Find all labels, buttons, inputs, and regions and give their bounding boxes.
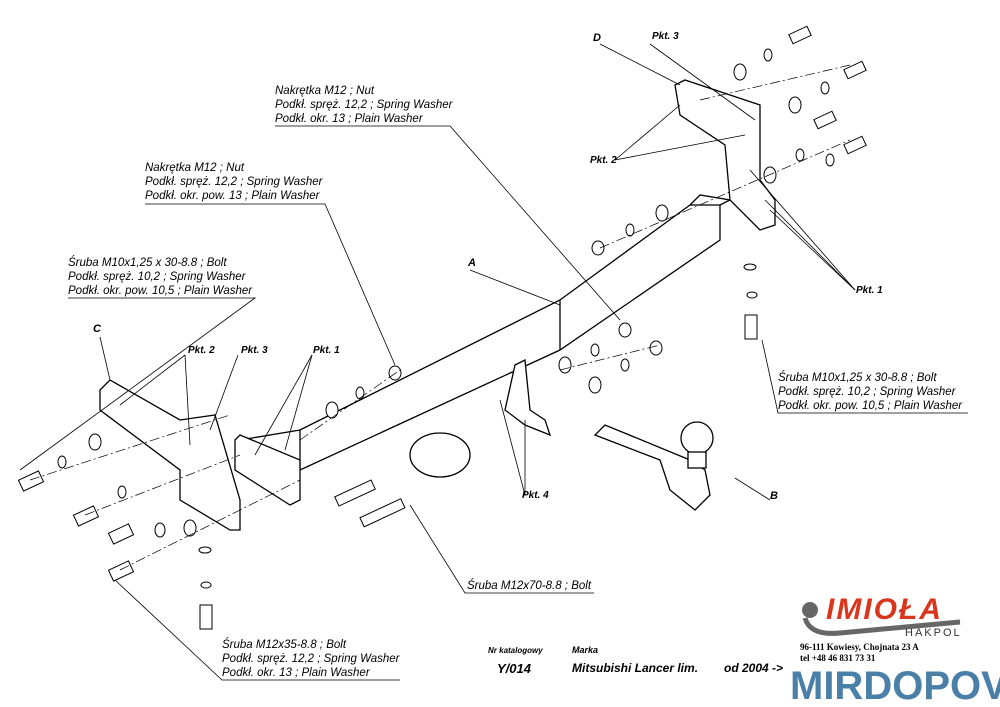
catalog-number: Y/014 xyxy=(497,661,531,676)
towball-b xyxy=(593,421,714,511)
callout-line: Podkł. spręż. 10,2 ; Spring Washer xyxy=(68,271,246,283)
callout-line: Śruba M10x1,25 x 30-8.8 ; Bolt xyxy=(778,372,937,384)
callout-line: Podkł. spręż. 12,2 ; Spring Washer xyxy=(145,176,323,188)
leader-lines xyxy=(19,43,968,681)
part-letter-b: B xyxy=(770,490,778,502)
catalog-label: Nr katalogowy xyxy=(488,646,543,655)
axis-lines xyxy=(29,64,851,571)
watermark: MIRDOPOV.RU xyxy=(790,664,1000,707)
brand-logo: IMIOŁA xyxy=(826,593,943,626)
callout-line: Podkł. okr. pow. 10,5 ; Plain Washer xyxy=(68,285,253,297)
point-label-pkt1: Pkt. 1 xyxy=(856,285,883,296)
callout-bolt-m12x35: Śruba M12x35-8.8 ; Bolt Podkł. spręż. 12… xyxy=(222,638,400,680)
callout-line: Śruba M12x35-8.8 ; Bolt xyxy=(222,639,347,651)
part-letter-a: A xyxy=(468,257,476,269)
callout-line: Nakrętka M12 ; Nut xyxy=(145,162,245,174)
bracket-c xyxy=(99,379,241,531)
part-letter-d: D xyxy=(593,32,601,44)
crossbar-a xyxy=(237,194,733,471)
point-label-pkt2-left: Pkt. 2 xyxy=(188,345,215,356)
callout-line: Podkł. spręż. 12,2 ; Spring Washer xyxy=(275,99,453,111)
callout-bolt-m12x70: Śruba M12x70-8.8 ; Bolt xyxy=(467,580,592,592)
company-address: 96-111 Kowiesy, Chojnata 23 A tel +48 46… xyxy=(800,642,919,664)
address-line: 96-111 Kowiesy, Chojnata 23 A xyxy=(800,642,919,652)
callout-nut-mid: Nakrętka M12 ; Nut Podkł. spręż. 12,2 ; … xyxy=(145,161,323,203)
callout-line: Nakrętka M12 ; Nut xyxy=(275,85,375,97)
point-label-pkt2: Pkt. 2 xyxy=(590,155,617,166)
point-label-pkt4: Pkt. 4 xyxy=(522,490,549,501)
make-value: Mitsubishi Lancer lim. xyxy=(572,661,699,675)
year-range: od 2004 -> xyxy=(724,661,784,675)
point-label-pkt1-left: Pkt. 1 xyxy=(313,345,340,356)
brand-sub: HAKPOL xyxy=(905,627,962,639)
part-letter-c: C xyxy=(93,323,101,335)
make-label: Marka xyxy=(572,645,599,655)
callout-nut-top: Nakrętka M12 ; Nut Podkł. spręż. 12,2 ; … xyxy=(275,84,453,126)
callout-bolt-right: Śruba M10x1,25 x 30-8.8 ; Bolt Podkł. sp… xyxy=(778,371,962,413)
callout-line: Podkł. okr. 13 ; Plain Washer xyxy=(222,667,370,679)
bracket-d xyxy=(674,79,776,231)
callout-line: Śruba M10x1,25 x 30-8.8 ; Bolt xyxy=(68,257,227,269)
point-label-pkt3-left: Pkt. 3 xyxy=(241,345,268,356)
callout-line: Podkł. okr. 13 ; Plain Washer xyxy=(275,113,423,125)
callout-line: Podkł. okr. pow. 10,5 ; Plain Washer xyxy=(778,400,963,412)
callout-line: Podkł. okr. pow. 13 ; Plain Washer xyxy=(145,190,320,202)
bolts xyxy=(17,25,867,630)
callout-bolt-left: Śruba M10x1,25 x 30-8.8 ; Bolt Podkł. sp… xyxy=(68,256,252,298)
washers xyxy=(57,48,835,589)
logo-hook-icon xyxy=(802,602,961,636)
phone-line: tel +48 46 831 73 31 xyxy=(800,653,876,663)
callout-line: Podkł. spręż. 10,2 ; Spring Washer xyxy=(778,386,956,398)
callout-line: Podkł. spręż. 12,2 ; Spring Washer xyxy=(222,653,400,665)
point-label-pkt3: Pkt. 3 xyxy=(652,31,679,42)
